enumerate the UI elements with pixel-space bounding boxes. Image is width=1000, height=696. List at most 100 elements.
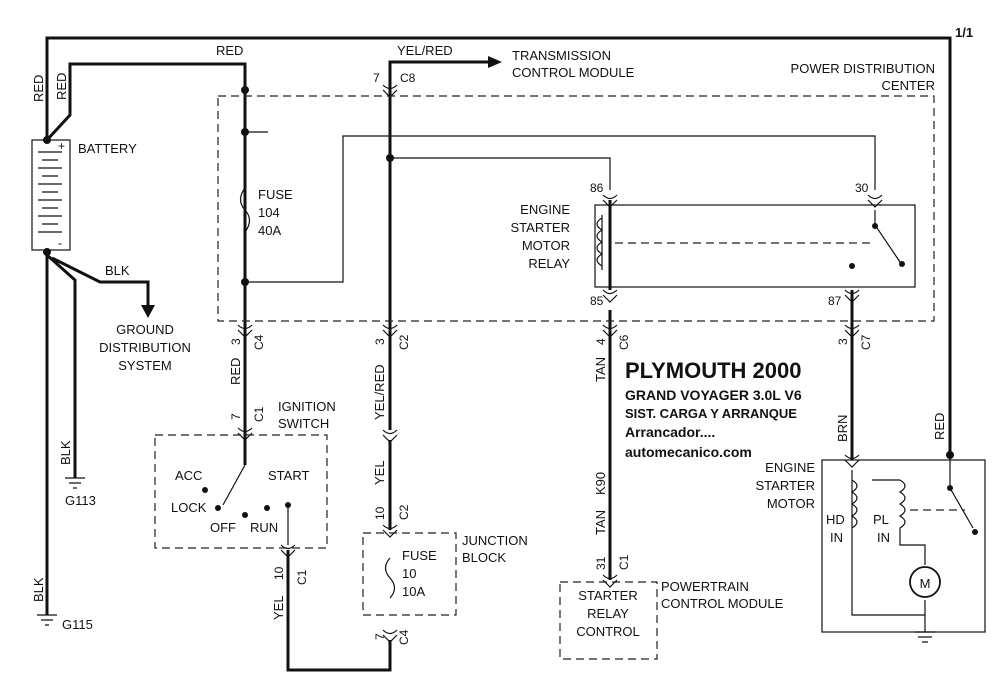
conn-c2: C2 (397, 334, 411, 350)
motor-label-1: ENGINE (765, 460, 815, 475)
ground-dist-3: SYSTEM (118, 358, 171, 373)
title-line-4: Arrancador.... (625, 424, 715, 440)
pcm-box-3: CONTROL (576, 624, 640, 639)
wire-red-ign: RED (228, 358, 243, 385)
ign-start: START (268, 468, 309, 483)
hd-label-1: HD (826, 512, 845, 527)
pin-10-c2: 10 (373, 506, 387, 520)
pin-10-c1: 10 (272, 566, 286, 580)
relay-contact-icon (874, 210, 901, 263)
fuse-icon (384, 557, 396, 599)
fuse104-label-1: FUSE (258, 187, 293, 202)
pin-3-c4: 3 (229, 338, 243, 345)
wire-yel-low: YEL (271, 595, 286, 620)
pin-3-c7: 3 (836, 338, 850, 345)
ground-arrow-icon (141, 305, 155, 318)
pin-4-c6: 4 (594, 338, 608, 345)
svg-text:-: - (58, 236, 62, 250)
relay-box (594, 204, 916, 288)
relay-label-2: STARTER (511, 220, 570, 235)
wire-tan-1: TAN (593, 357, 608, 382)
conn-c1-pcm: C1 (617, 554, 631, 570)
g113-label: G113 (65, 493, 96, 508)
title-line-1: PLYMOUTH 2000 (625, 358, 801, 383)
pin-30: 30 (855, 181, 869, 195)
pin-86: 86 (590, 181, 604, 195)
conn-c6: C6 (617, 334, 631, 350)
relay-label-3: MOTOR (522, 238, 570, 253)
wire-red-motor: RED (932, 413, 947, 440)
fuse10-label-2: 10 (402, 566, 416, 581)
motor-m: M (920, 576, 931, 591)
fuse104-label-2: 104 (258, 205, 280, 220)
tcm-label-2: CONTROL MODULE (512, 65, 635, 80)
pcm-box-1: STARTER (578, 588, 637, 603)
conn-c4-low: C4 (397, 629, 411, 645)
wire-yelred-top: YEL/RED (397, 43, 453, 58)
pcm-box-2: RELAY (587, 606, 629, 621)
tcm-arrow-icon (488, 56, 502, 68)
conn-c1-low: C1 (295, 569, 309, 585)
pin-7-c8: 7 (373, 71, 380, 85)
g115-label: G115 (62, 617, 93, 632)
ign-lock: LOCK (171, 500, 207, 515)
wire-lines (45, 36, 952, 672)
page-ref: 1/1 (955, 25, 973, 40)
pin-7-c4: 7 (373, 633, 387, 640)
pin-85: 85 (590, 294, 604, 308)
hd-label-2: IN (830, 530, 843, 545)
wire-tan-2: TAN (593, 510, 608, 535)
wire-yelred-mid: YEL/RED (372, 364, 387, 420)
wire-red-v2: RED (54, 73, 69, 100)
fuse-icon (239, 187, 251, 233)
battery-label: BATTERY (78, 141, 137, 156)
motor-icon (909, 566, 941, 598)
wire-k90: K90 (593, 472, 608, 495)
conn-c1-ign: C1 (252, 406, 266, 422)
conn-c4: C4 (252, 334, 266, 350)
ignition-label-1: IGNITION (278, 399, 336, 414)
junction-box (362, 532, 457, 616)
splice-dots (43, 86, 954, 459)
title-line-3: SIST. CARGA Y ARRANQUE (625, 406, 797, 421)
pin-7-c1: 7 (229, 413, 243, 420)
ign-off: OFF (210, 520, 236, 535)
conn-c2-jb: C2 (397, 504, 411, 520)
ign-acc: ACC (175, 468, 202, 483)
wire-brn: BRN (835, 415, 850, 442)
wire-blk-g113: BLK (58, 440, 73, 465)
pdc-label-1: POWER DISTRIBUTION (791, 61, 935, 76)
ground-dist-1: GROUND (116, 322, 174, 337)
motor-label-2: STARTER (756, 478, 815, 493)
wire-blk-ground: BLK (105, 263, 130, 278)
pin-87: 87 (828, 294, 842, 308)
junction-label-1: JUNCTION (462, 533, 528, 548)
title-line-5: automecanico.com (625, 444, 752, 460)
relay-label-1: ENGINE (520, 202, 570, 217)
pl-coil-icon (872, 479, 926, 565)
fuse10-label-1: FUSE (402, 548, 437, 563)
relay-label-4: RELAY (528, 256, 570, 271)
pl-label-1: PL (873, 512, 889, 527)
fuse10-label-3: 10A (402, 584, 425, 599)
tcm-label-1: TRANSMISSION (512, 48, 611, 63)
starter-motor-box (821, 459, 986, 633)
wire-blk-g115: BLK (31, 577, 46, 602)
fuse104-label-3: 40A (258, 223, 281, 238)
pdc-label-2: CENTER (882, 78, 935, 93)
svg-text:+: + (58, 139, 65, 153)
battery-symbol: + - (31, 139, 71, 251)
pcm-box (559, 581, 658, 660)
ignition-label-2: SWITCH (278, 416, 329, 431)
ground-icon (37, 477, 85, 626)
pcm-name-2: CONTROL MODULE (661, 596, 784, 611)
wire-red-top: RED (216, 43, 243, 58)
pcm-name-1: POWERTRAIN (661, 579, 749, 594)
wire-red-v1: RED (31, 75, 46, 102)
conn-c7: C7 (859, 334, 873, 350)
ground-icon (915, 631, 935, 643)
conn-c8: C8 (400, 71, 416, 85)
title-line-2: GRAND VOYAGER 3.0L V6 (625, 387, 802, 403)
ign-run: RUN (250, 520, 278, 535)
